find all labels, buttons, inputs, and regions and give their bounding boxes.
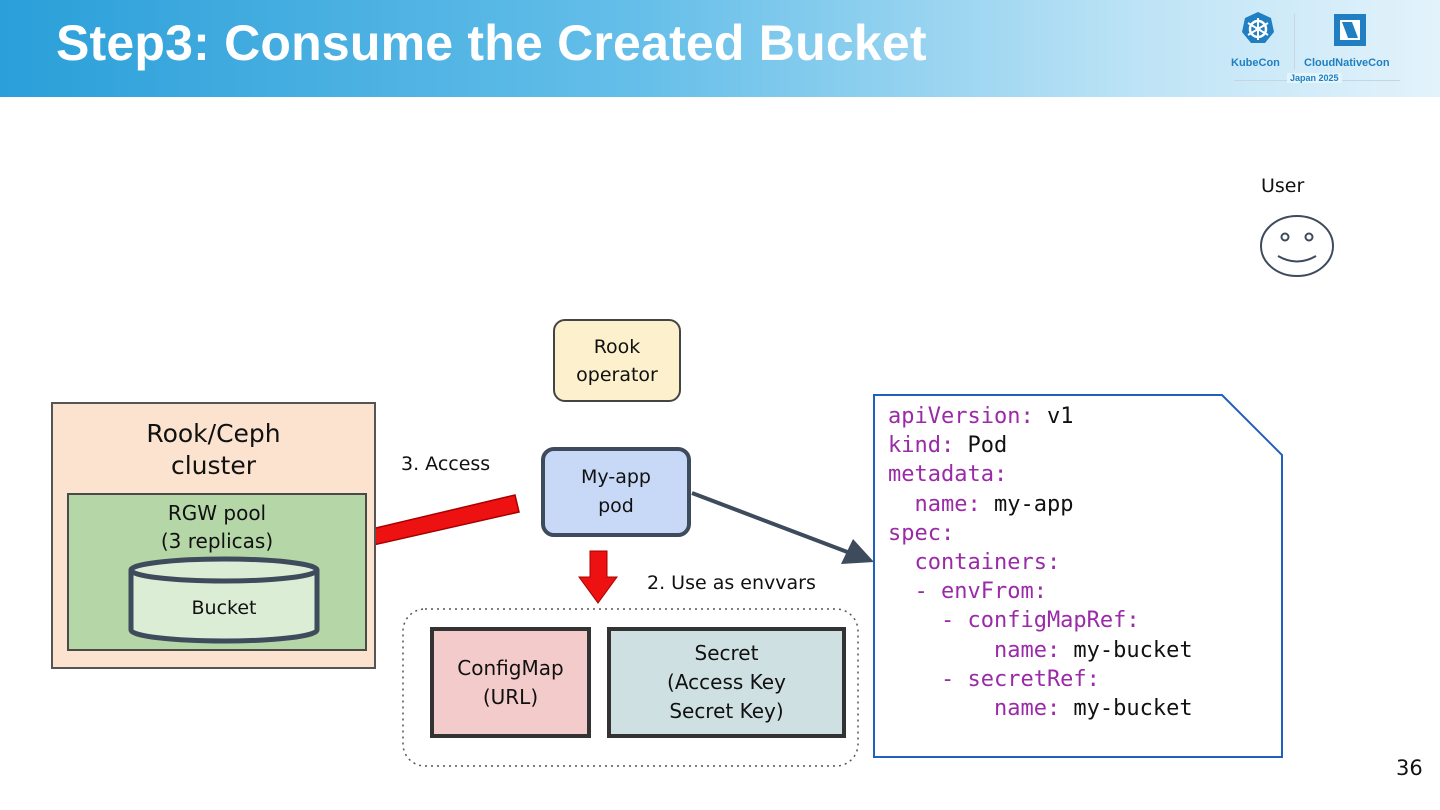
yaml-line: kind: Pod — [888, 433, 1008, 459]
pod-spec-yaml: apiVersion: v1 kind: Pod metadata: name:… — [888, 402, 1193, 723]
kubernetes-helm-icon — [1242, 12, 1274, 43]
pod-spec-document — [873, 394, 1283, 758]
yaml-line: name: my-bucket — [888, 695, 1193, 721]
yaml-line: - secretRef: — [888, 666, 1100, 692]
rook-operator-box: Rook operator — [553, 319, 681, 402]
envvars-step-label: 2. Use as envvars — [647, 572, 816, 594]
secret-label: Secret (Access Key Secret Key) — [667, 641, 786, 723]
event-label: Japan 2025 — [1287, 73, 1342, 83]
yaml-line: containers: — [888, 549, 1061, 575]
kubecon-logo-text: KubeCon — [1231, 57, 1280, 69]
bucket-cylinder-icon — [128, 556, 320, 644]
slide-title: Step3: Consume the Created Bucket — [56, 15, 927, 71]
yaml-line: spec: — [888, 520, 955, 546]
bucket-label: Bucket — [191, 597, 257, 619]
rook-operator-label: Rook operator — [576, 335, 658, 386]
pod-to-spec-arrowhead — [841, 539, 874, 564]
kubecon-logo: KubeCon — [1228, 10, 1288, 90]
access-step-label: 3. Access — [401, 453, 491, 475]
cloudnativecon-logo-text: CloudNativeCon — [1304, 57, 1390, 69]
yaml-line: name: my-app — [888, 491, 1074, 517]
cloudnativecon-logo: CloudNativeCon — [1300, 10, 1404, 90]
my-app-pod-box: My-app pod — [541, 447, 691, 537]
my-app-pod-label: My-app pod — [581, 466, 651, 517]
configmap-label: ConfigMap (URL) — [457, 655, 564, 709]
slide-header: Step3: Consume the Created Bucket — [0, 0, 1440, 97]
page-number: 36 — [1396, 756, 1423, 780]
secret-box: Secret (Access Key Secret Key) — [607, 627, 846, 738]
yaml-line: - envFrom: — [888, 579, 1047, 605]
user-smiley-icon — [1260, 215, 1334, 277]
cluster-title: Rook/Ceph cluster — [146, 419, 281, 480]
cncf-square-icon — [1334, 14, 1366, 46]
configmap-box: ConfigMap (URL) — [430, 627, 591, 738]
user-label: User — [1261, 175, 1305, 197]
use-envvars-arrow — [578, 550, 618, 604]
yaml-line: apiVersion: v1 — [888, 404, 1074, 429]
pod-to-spec-arrow-line — [691, 491, 851, 555]
pool-title: RGW pool (3 replicas) — [160, 501, 274, 553]
yaml-line: name: my-bucket — [888, 637, 1193, 663]
envvar-group-outline — [402, 608, 859, 767]
yaml-line: metadata: — [888, 462, 1008, 488]
yaml-line: - configMapRef: — [888, 608, 1140, 634]
logo-divider — [1294, 14, 1295, 70]
